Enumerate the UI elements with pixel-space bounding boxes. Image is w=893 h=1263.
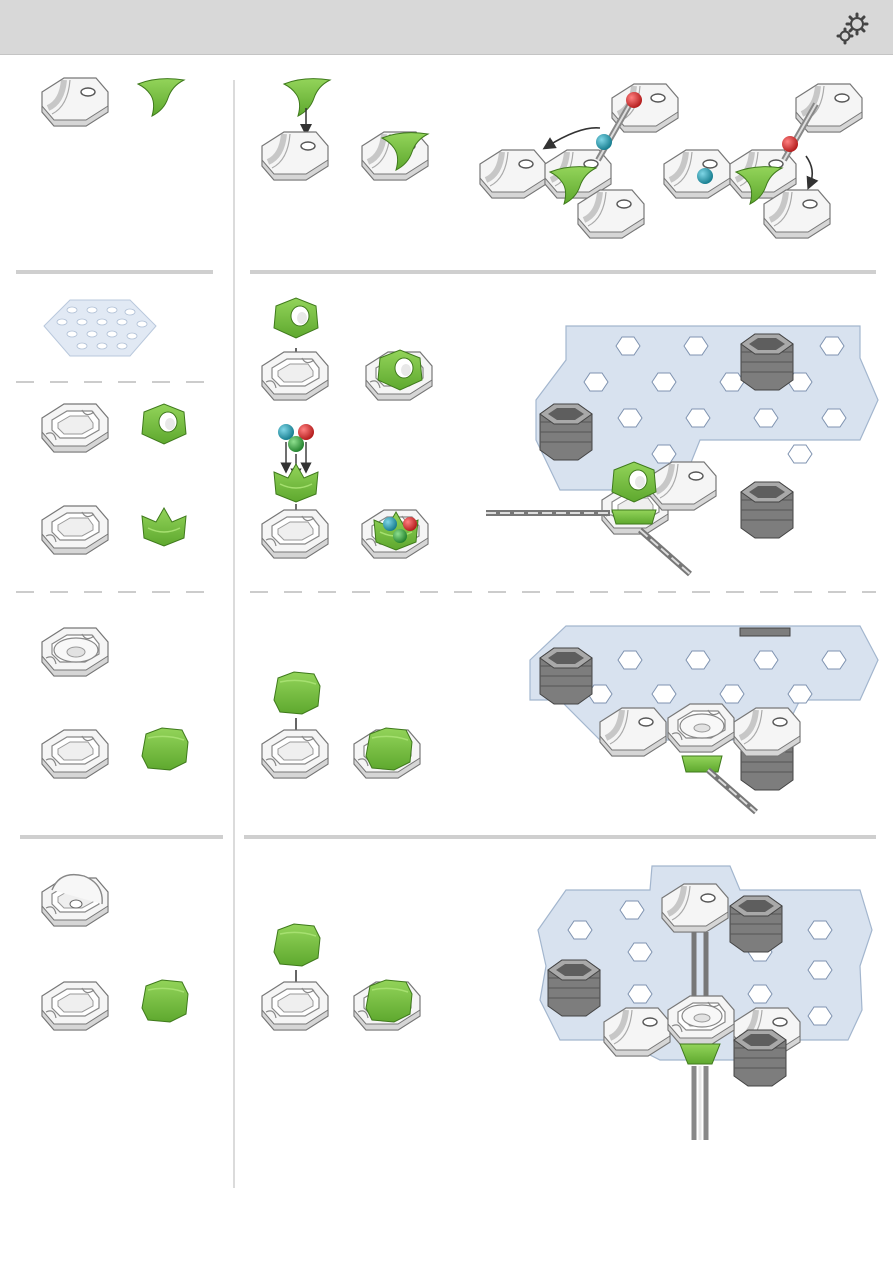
hex-tile-icon [42, 730, 108, 778]
assembled-board-illustration [530, 626, 878, 812]
page-header [0, 0, 893, 55]
section-separator [250, 270, 876, 274]
green-ball-icon [288, 436, 304, 452]
green-block-insert-icon [274, 924, 320, 966]
green-funnel-insert-icon [142, 404, 186, 444]
red-ball-icon [782, 136, 798, 152]
hex-tile-icon [42, 404, 108, 452]
green-trap-insert-icon [142, 508, 186, 546]
ball-route-left-illustration [480, 84, 678, 238]
green-block-insert-icon [142, 980, 188, 1022]
base-plate-icon [44, 300, 156, 356]
hex-tile-icon [42, 982, 108, 1030]
hex-tile-icon [42, 506, 108, 554]
green-curve-insert-icon [138, 79, 184, 116]
green-block-insert-icon [366, 980, 412, 1022]
gears-icon [835, 12, 871, 46]
tunnel-tile-icon [42, 875, 108, 926]
section-separator [244, 835, 876, 839]
bowl-tile-icon [42, 628, 108, 676]
green-ball-icon [393, 529, 407, 543]
blue-ball-icon [383, 517, 397, 531]
hex-tile-icon [262, 982, 328, 1030]
assembled-board-illustration [538, 866, 872, 1140]
section-separator [16, 270, 213, 274]
ball-route-right-illustration [664, 84, 862, 238]
green-funnel-insert-icon [274, 298, 318, 338]
blue-ball-icon [596, 134, 612, 150]
green-block-insert-icon [142, 728, 188, 770]
green-block-insert-icon [366, 728, 412, 770]
hex-tile-icon [262, 730, 328, 778]
red-ball-icon [626, 92, 642, 108]
section-separator [20, 835, 223, 839]
green-block-insert-icon [274, 672, 320, 714]
curve-tile-icon [42, 78, 108, 126]
green-curve-insert-icon [284, 79, 330, 116]
green-trap-insert-icon [274, 464, 318, 502]
blue-ball-icon [697, 168, 713, 184]
hex-tile-icon [262, 352, 328, 400]
instruction-diagram [0, 54, 893, 1263]
curve-tile-icon [262, 132, 328, 180]
assembled-board-illustration [486, 326, 878, 574]
hex-tile-icon [262, 510, 328, 558]
red-ball-icon [403, 517, 417, 531]
